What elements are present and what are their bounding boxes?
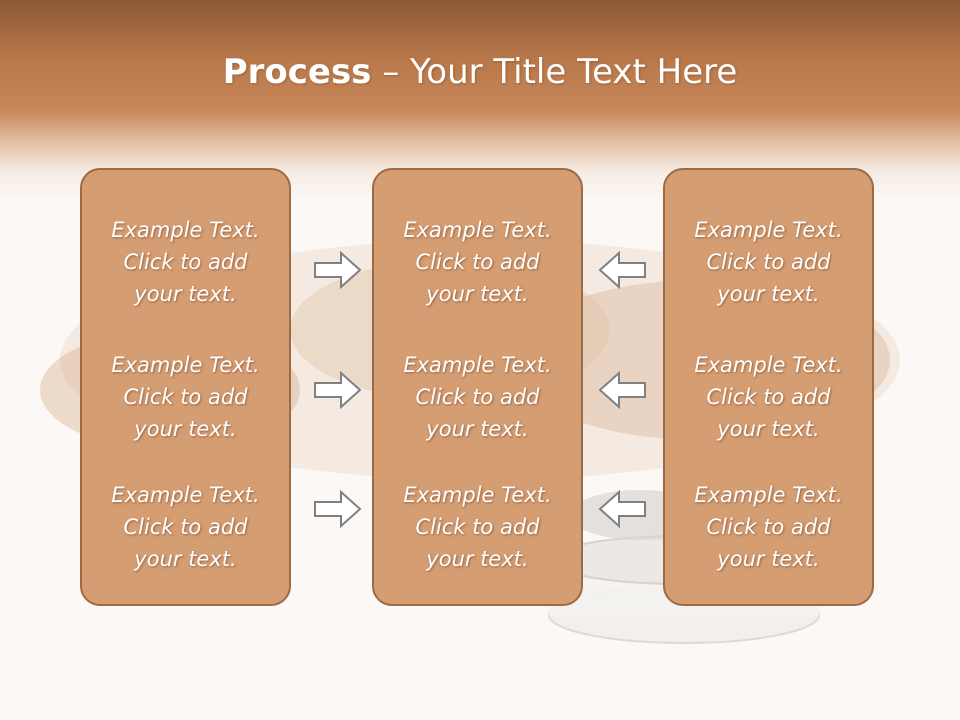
text-line: Example Text. <box>111 218 260 242</box>
text-line: Example Text. <box>694 218 843 242</box>
text-line: Click to add <box>123 385 248 409</box>
text-line: Example Text. <box>403 218 552 242</box>
header-band <box>0 0 960 200</box>
text-placeholder[interactable]: Example Text. Click to add your text. <box>665 214 872 310</box>
text-placeholder[interactable]: Example Text. Click to add your text. <box>82 214 289 310</box>
slide-title[interactable]: Process – Your Title Text Here <box>0 52 960 92</box>
text-placeholder[interactable]: Example Text. Click to add your text. <box>374 214 581 310</box>
text-line: your text. <box>717 547 820 571</box>
text-line: Example Text. <box>694 353 843 377</box>
text-line: Example Text. <box>111 353 260 377</box>
arrow-right-icon[interactable] <box>313 489 363 529</box>
text-placeholder[interactable]: Example Text. Click to add your text. <box>665 479 872 575</box>
text-line: your text. <box>426 547 529 571</box>
text-line: Click to add <box>415 515 540 539</box>
text-line: your text. <box>426 282 529 306</box>
process-box-center[interactable]: Example Text. Click to add your text. Ex… <box>372 168 583 606</box>
text-line: Click to add <box>415 250 540 274</box>
text-line: your text. <box>717 282 820 306</box>
text-placeholder[interactable]: Example Text. Click to add your text. <box>82 349 289 445</box>
text-line: your text. <box>717 417 820 441</box>
arrow-left-icon[interactable] <box>597 370 647 410</box>
text-line: Click to add <box>123 515 248 539</box>
text-line: your text. <box>426 417 529 441</box>
text-placeholder[interactable]: Example Text. Click to add your text. <box>665 349 872 445</box>
title-rest: – Your Title Text Here <box>371 52 738 92</box>
title-bold: Process <box>222 52 372 92</box>
text-line: Click to add <box>706 250 831 274</box>
process-box-right[interactable]: Example Text. Click to add your text. Ex… <box>663 168 874 606</box>
text-line: Example Text. <box>403 353 552 377</box>
text-line: Click to add <box>415 385 540 409</box>
text-line: Click to add <box>123 250 248 274</box>
text-placeholder[interactable]: Example Text. Click to add your text. <box>82 479 289 575</box>
arrow-left-icon[interactable] <box>597 489 647 529</box>
text-line: Click to add <box>706 385 831 409</box>
text-line: Example Text. <box>403 483 552 507</box>
text-line: Example Text. <box>694 483 843 507</box>
text-line: your text. <box>134 417 237 441</box>
text-placeholder[interactable]: Example Text. Click to add your text. <box>374 349 581 445</box>
arrow-left-icon[interactable] <box>597 250 647 290</box>
arrow-right-icon[interactable] <box>313 370 363 410</box>
text-placeholder[interactable]: Example Text. Click to add your text. <box>374 479 581 575</box>
arrow-right-icon[interactable] <box>313 250 363 290</box>
text-line: your text. <box>134 282 237 306</box>
process-box-left[interactable]: Example Text. Click to add your text. Ex… <box>80 168 291 606</box>
text-line: Click to add <box>706 515 831 539</box>
text-line: your text. <box>134 547 237 571</box>
text-line: Example Text. <box>111 483 260 507</box>
